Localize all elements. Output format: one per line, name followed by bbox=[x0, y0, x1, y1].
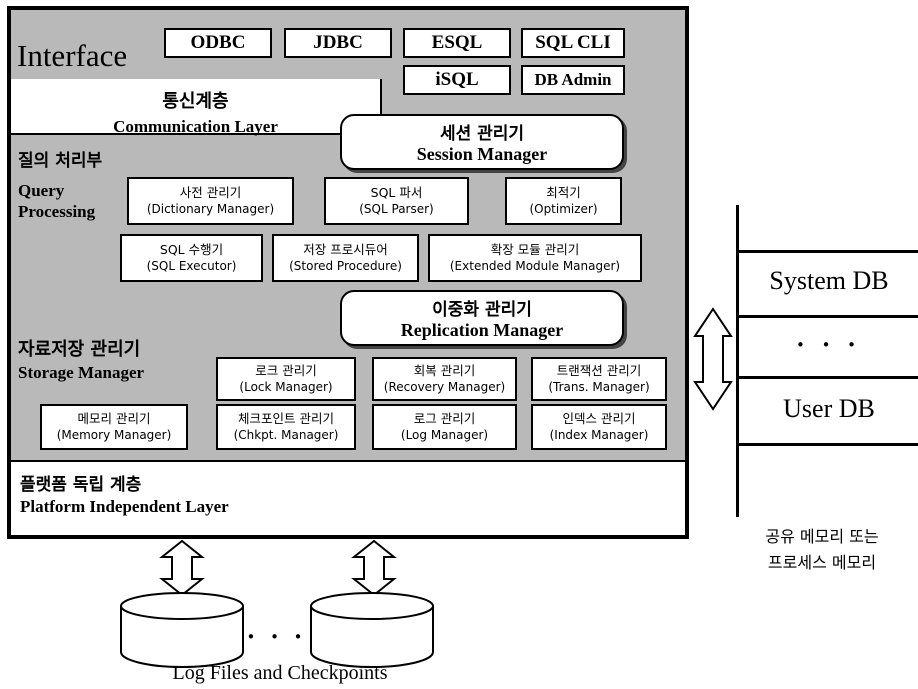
checkpoint-manager: 체크포인트 관리기 (Chkpt. Manager) bbox=[216, 404, 356, 450]
storage-arrow-left-icon bbox=[159, 539, 205, 597]
replication-manager-ko: 이중화 관리기 bbox=[432, 300, 532, 320]
db-admin-box: DB Admin bbox=[521, 65, 625, 95]
extended-module-manager-ko: 확장 모듈 관리기 bbox=[490, 242, 580, 257]
user-db-label: User DB bbox=[783, 394, 875, 423]
db-ellipsis: • • • bbox=[795, 336, 863, 354]
bidirectional-arrow-icon bbox=[693, 307, 733, 411]
db-stack-line-2 bbox=[739, 315, 918, 318]
communication-layer-ko: 통신계층 bbox=[162, 91, 229, 112]
db-stack-left-line bbox=[736, 205, 739, 517]
interface-title: Interface bbox=[17, 38, 128, 73]
platform-layer-en: Platform Independent Layer bbox=[20, 497, 229, 516]
optimizer-en: (Optimizer) bbox=[529, 202, 598, 216]
sql-parser: SQL 파서 (SQL Parser) bbox=[324, 177, 469, 225]
db-stack-line-4 bbox=[739, 443, 918, 446]
extended-module-manager: 확장 모듈 관리기 (Extended Module Manager) bbox=[428, 234, 642, 282]
sql-executor: SQL 수행기 (SQL Executor) bbox=[120, 234, 263, 282]
lock-manager-en: (Lock Manager) bbox=[239, 380, 333, 394]
log-files-label: Log Files and Checkpoints bbox=[172, 662, 388, 684]
dictionary-manager: 사전 관리기 (Dictionary Manager) bbox=[127, 177, 294, 225]
sql-cli-box: SQL CLI bbox=[521, 28, 625, 58]
dictionary-manager-en: (Dictionary Manager) bbox=[146, 202, 275, 216]
recovery-manager: 회복 관리기 (Recovery Manager) bbox=[372, 357, 517, 401]
trans-manager-en: (Trans. Manager) bbox=[548, 380, 650, 394]
replication-manager-en: Replication Manager bbox=[400, 320, 564, 340]
disk-cylinder-right-icon bbox=[310, 592, 434, 668]
sql-parser-en: (SQL Parser) bbox=[359, 202, 434, 216]
trans-manager: 트랜잭션 관리기 (Trans. Manager) bbox=[531, 357, 667, 401]
storage-manager-ko: 자료저장 관리기 bbox=[18, 339, 141, 360]
checkpoint-manager-en: (Chkpt. Manager) bbox=[233, 428, 339, 442]
log-manager-ko: 로그 관리기 bbox=[413, 411, 476, 426]
sql-parser-ko: SQL 파서 bbox=[370, 185, 423, 200]
memory-manager: 메모리 관리기 (Memory Manager) bbox=[40, 404, 188, 450]
optimizer-ko: 최적기 bbox=[546, 185, 581, 200]
odbc-box: ODBC bbox=[164, 28, 272, 58]
disk-ellipsis: • • • bbox=[246, 628, 308, 646]
index-manager-ko: 인덱스 관리기 bbox=[562, 411, 636, 426]
system-db-label: System DB bbox=[769, 266, 889, 295]
optimizer: 최적기 (Optimizer) bbox=[505, 177, 622, 225]
sql-executor-ko: SQL 수행기 bbox=[159, 242, 224, 257]
dictionary-manager-ko: 사전 관리기 bbox=[179, 185, 242, 200]
session-manager-en: Session Manager bbox=[416, 144, 548, 164]
platform-layer-ko: 플랫폼 독립 계층 bbox=[20, 475, 142, 495]
query-processing-en-line2: Processing bbox=[18, 202, 96, 221]
storage-manager-en: Storage Manager bbox=[18, 363, 145, 382]
query-processing-en-line1: Query bbox=[18, 181, 65, 200]
stored-procedure-ko: 저장 프로시듀어 bbox=[303, 242, 388, 257]
index-manager: 인덱스 관리기 (Index Manager) bbox=[531, 404, 667, 450]
storage-arrow-right-icon bbox=[351, 539, 397, 597]
platform-divider bbox=[11, 460, 685, 462]
lock-manager-ko: 로크 관리기 bbox=[255, 363, 317, 378]
stored-procedure: 저장 프로시듀어 (Stored Procedure) bbox=[272, 234, 419, 282]
query-processing-ko: 질의 처리부 bbox=[18, 151, 103, 171]
memory-note: 공유 메모리 또는 프로세스 메모리 bbox=[726, 524, 918, 576]
checkpoint-manager-ko: 체크포인트 관리기 bbox=[238, 411, 334, 426]
session-manager-ko: 세션 관리기 bbox=[439, 124, 525, 144]
recovery-manager-ko: 회복 관리기 bbox=[413, 363, 476, 378]
jdbc-box: JDBC bbox=[284, 28, 392, 58]
sql-executor-en: (SQL Executor) bbox=[146, 259, 237, 273]
communication-layer: 통신계층 Communication Layer bbox=[11, 79, 382, 136]
memory-manager-en: (Memory Manager) bbox=[56, 428, 172, 442]
stored-procedure-en: (Stored Procedure) bbox=[289, 259, 402, 273]
disk-cylinder-left-icon bbox=[120, 592, 244, 668]
log-manager-en: (Log Manager) bbox=[400, 428, 489, 442]
trans-manager-ko: 트랜잭션 관리기 bbox=[556, 363, 642, 378]
memory-note-line1: 공유 메모리 또는 bbox=[765, 527, 879, 546]
communication-layer-en: Communication Layer bbox=[113, 117, 278, 136]
index-manager-en: (Index Manager) bbox=[549, 428, 649, 442]
lock-manager: 로크 관리기 (Lock Manager) bbox=[216, 357, 356, 401]
memory-manager-ko: 메모리 관리기 bbox=[77, 411, 151, 426]
extended-module-manager-en: (Extended Module Manager) bbox=[449, 259, 621, 273]
isql-box: iSQL bbox=[403, 65, 511, 95]
db-stack-line-3 bbox=[739, 376, 918, 379]
memory-note-line2: 프로세스 메모리 bbox=[767, 553, 877, 572]
db-stack-line-1 bbox=[739, 250, 918, 253]
replication-manager: 이중화 관리기 Replication Manager bbox=[340, 290, 624, 346]
esql-box: ESQL bbox=[403, 28, 511, 58]
log-manager: 로그 관리기 (Log Manager) bbox=[372, 404, 517, 450]
recovery-manager-en: (Recovery Manager) bbox=[383, 380, 506, 394]
session-manager: 세션 관리기 Session Manager bbox=[340, 114, 624, 170]
